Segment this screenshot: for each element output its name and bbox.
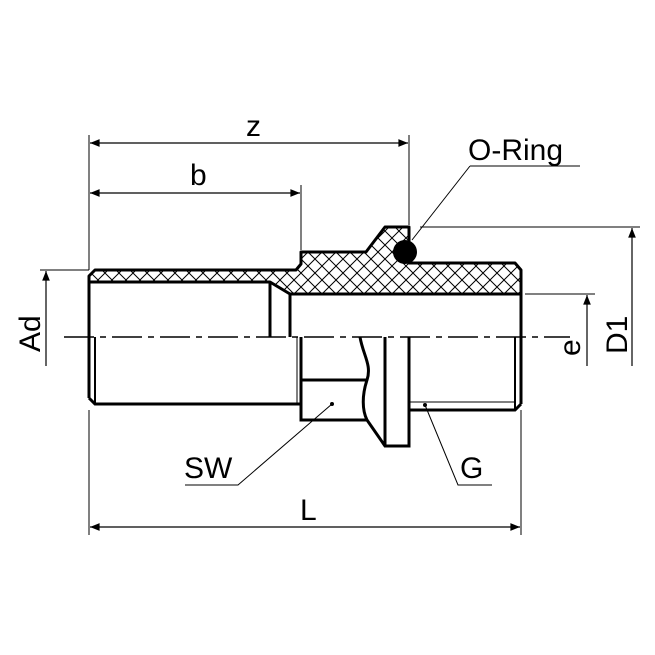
dimension-lines [42,139,636,531]
leader-lines [185,165,580,486]
dimension-ad-label: Ad [14,315,47,352]
g-label: G [460,452,483,485]
dimension-e-label: e [554,339,587,356]
dimension-b-label: b [190,159,207,192]
dimension-z-label: z [246,110,261,143]
bore-lines [87,270,523,448]
fitting-section-upper [87,225,523,296]
extension-lines [40,135,640,535]
sw-label: SW [184,452,233,485]
o-ring-seal [393,240,417,264]
dimension-d1-label: D1 [601,316,634,354]
dimension-l-label: L [300,494,317,527]
o-ring-label: O-Ring [468,134,563,167]
